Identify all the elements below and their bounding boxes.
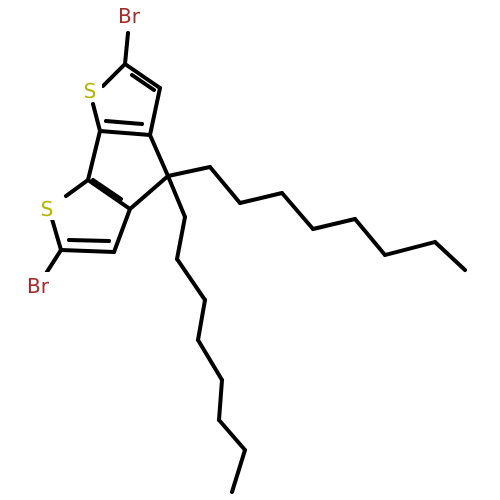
bond-chain1-5: [311, 217, 357, 231]
bond-c3a-c7a-double: [104, 119, 144, 126]
bond-c6-s-bottom: [50, 217, 63, 252]
bond-c8a-s-bottom: [64, 178, 90, 198]
bond-chain1-7: [383, 240, 437, 257]
bromine-atom-bottom: Br: [27, 274, 50, 298]
sulfur-atom-bottom: S: [41, 197, 54, 221]
bond-c6-br-bottom: [43, 248, 63, 277]
bond-chain2-7: [217, 418, 247, 452]
bond-chain1-4: [280, 191, 315, 231]
bond-c4a-c8a-double: [91, 178, 123, 201]
bond-c2-c3: [123, 62, 162, 90]
bond-chain1-6: [353, 217, 387, 257]
bond-chain2-5: [196, 338, 224, 382]
bond-chain2-2: [175, 215, 187, 261]
atom-labels: Br S S Br: [21, 2, 147, 300]
bond-s-top-c2: [101, 62, 127, 88]
bond-group: [43, 31, 467, 494]
bond-chain2-1: [166, 174, 187, 219]
bond-c7a-c8a: [86, 129, 102, 182]
bond-c4-c4a: [128, 174, 170, 211]
bond-chain1-1: [166, 165, 212, 178]
bond-c5-c6: [59, 248, 116, 254]
bromine-atom-top: Br: [118, 4, 141, 28]
bond-chain2-3: [175, 257, 207, 302]
bond-c4a-c5: [112, 207, 132, 254]
bond-c2-br-top: [123, 31, 130, 66]
bond-c3-c3a: [148, 86, 162, 137]
bond-c3a-c7a: [98, 129, 152, 137]
bond-c4a-c8a: [86, 178, 132, 211]
bond-chain1-8: [433, 240, 467, 272]
bond-c5-c6-double: [67, 238, 111, 243]
sulfur-atom-top: S: [84, 79, 97, 103]
bond-c2-c3-double: [130, 73, 156, 92]
bond-chain2-8: [230, 448, 247, 494]
bond-chain2-4: [196, 298, 207, 342]
bond-c3a-c4: [148, 133, 170, 178]
bond-chain1-2: [208, 165, 242, 205]
bond-c7a-s-top: [91, 102, 102, 133]
bond-chain1-3: [238, 191, 284, 205]
bond-chain2-6: [217, 378, 224, 422]
